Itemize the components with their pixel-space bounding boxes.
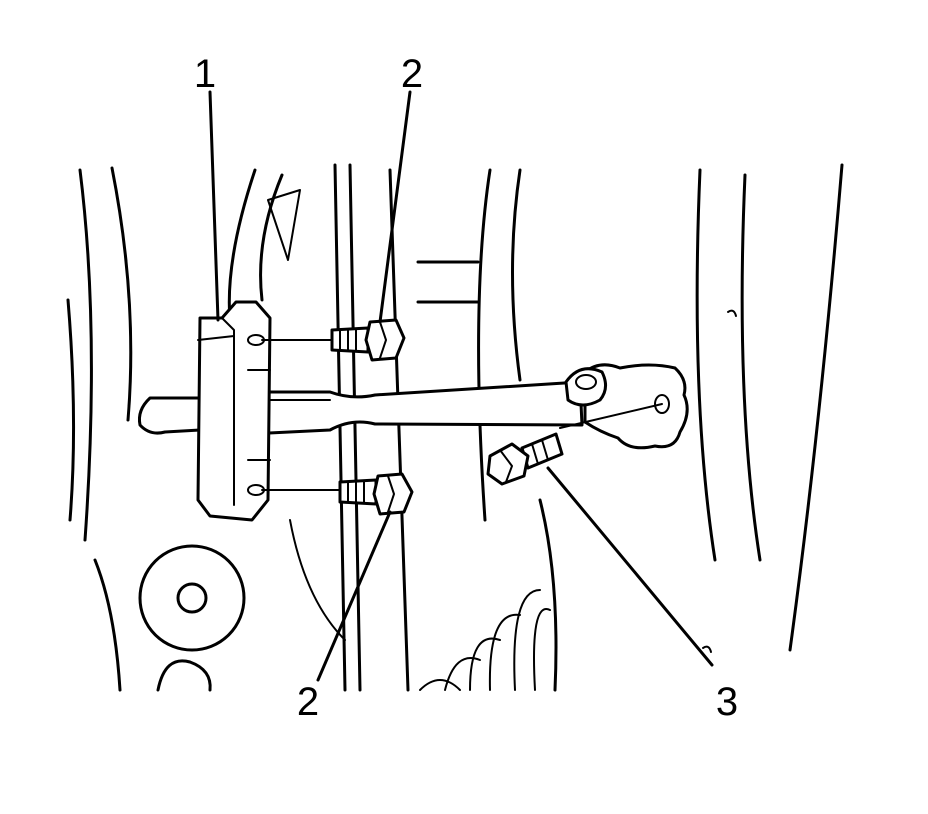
round-grommet: [138, 544, 246, 692]
bolt-2-bottom: [261, 472, 414, 516]
door-check-link: [138, 300, 689, 522]
callout-2-top: 2: [401, 52, 423, 96]
bolt-3: [486, 403, 663, 486]
leader-2-top: [378, 90, 412, 324]
callout-2-bottom: 2: [297, 680, 319, 724]
door-frame-lines: [66, 163, 844, 692]
callout-3: 3: [716, 680, 738, 724]
leader-lines: [208, 90, 714, 682]
callout-labels: 1 2 2 3: [194, 52, 738, 724]
leader-1: [208, 90, 220, 322]
bolt-2-top: [261, 318, 406, 362]
callout-1: 1: [194, 52, 216, 96]
leader-2-bottom: [316, 510, 392, 682]
rubber-boot: [419, 589, 551, 691]
leader-3: [546, 466, 714, 667]
